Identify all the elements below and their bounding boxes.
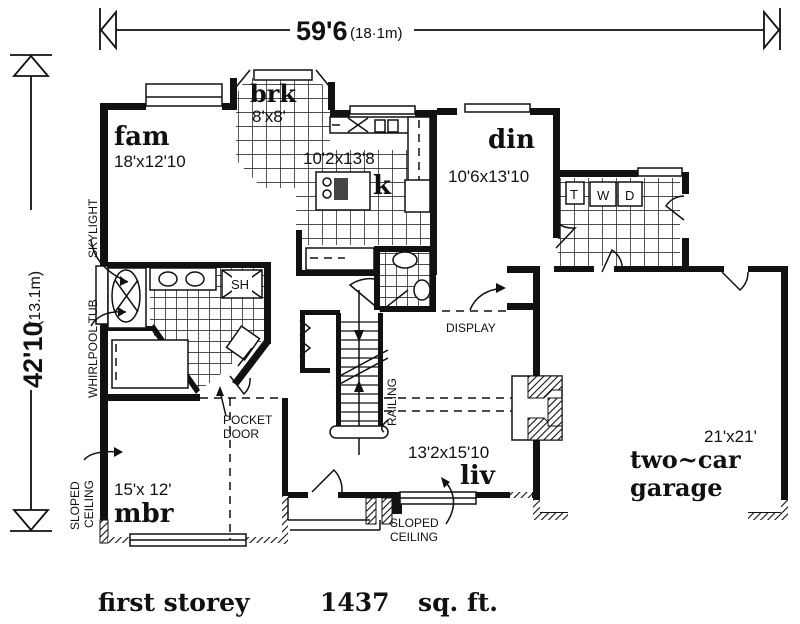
breakfast-room-name: brk [250, 79, 297, 108]
staircase [329, 290, 389, 455]
shower-label: SH [231, 277, 249, 292]
powder-room-fixtures [392, 251, 431, 301]
windows [95, 69, 683, 547]
tub-sink-label: T [570, 187, 578, 202]
depth-dimension [10, 54, 52, 532]
whirlpool-tub-label: WHIRLPOOL TUB [86, 299, 100, 398]
liv-sloped-ceiling-line2: CEILING [390, 530, 438, 544]
laundry-appliances [565, 181, 643, 207]
doors [229, 195, 749, 493]
hatched-wall [365, 497, 377, 525]
cooktop [334, 178, 348, 200]
floor-area-unit: sq. ft. [418, 588, 498, 617]
hatched-wall [282, 496, 288, 544]
hatched-wall [246, 537, 286, 543]
pocket-door-label-line1: POCKET [223, 413, 273, 427]
hatched-wall [99, 519, 109, 544]
dining-room-name: din [488, 125, 535, 155]
hatched-wall [748, 513, 782, 520]
kitchen-size: 10'2x13'8 [303, 149, 375, 168]
master-bedroom-name: mbr [114, 499, 174, 529]
kitchen-fixtures [305, 116, 431, 271]
hatched-wall [781, 500, 788, 520]
garage-size: 21'x21' [704, 427, 757, 446]
breakfast-room-size: 8'x8' [252, 107, 286, 126]
family-room-name: fam [114, 122, 170, 152]
railing-label: RAILING [385, 378, 399, 426]
hatched-wall [510, 492, 532, 498]
width-dimension-label: 59'6 [296, 16, 347, 46]
mbr-sloped-ceiling-line2: CEILING [82, 480, 96, 528]
floor-title: first storey [98, 588, 251, 617]
liv-sloped-ceiling-line1: SLOPED [390, 516, 439, 530]
garage-name-line2: garage [630, 473, 723, 502]
hatched-wall [108, 537, 138, 543]
dining-room-size: 10'6x13'10 [448, 167, 529, 186]
family-room-size: 18'x12'10 [114, 152, 186, 171]
depth-dimension-metric: (13.1m) [27, 271, 44, 326]
fireplace [511, 375, 563, 441]
pocket-door-label-line2: DOOR [223, 427, 259, 441]
width-dimension-metric: (18·1m) [350, 25, 403, 42]
width-dimension [99, 8, 781, 51]
skylight-label: SKYLIGHT [86, 198, 100, 258]
mbr-sloped-ceiling-line1: SLOPED [68, 481, 82, 530]
washer-label: W [597, 188, 610, 203]
breakfast-floor [236, 78, 330, 188]
kitchen-name: k [373, 171, 392, 201]
display-label: DISPLAY [446, 321, 496, 335]
depth-dimension-label: 42'10 [18, 322, 48, 389]
living-room-size: 13'2x15'10 [408, 443, 489, 462]
floor-area: 1437 [320, 588, 390, 617]
master-bedroom-size: 15'x 12' [114, 480, 172, 499]
garage-name-line1: two~car [630, 445, 741, 474]
hatched-wall [381, 497, 393, 525]
hatched-wall [533, 500, 540, 520]
living-room-name: liv [460, 461, 496, 491]
annotation-arrows [83, 239, 506, 525]
dryer-label: D [625, 188, 634, 203]
dashed-guides [200, 310, 512, 540]
hatched-wall [540, 513, 568, 520]
